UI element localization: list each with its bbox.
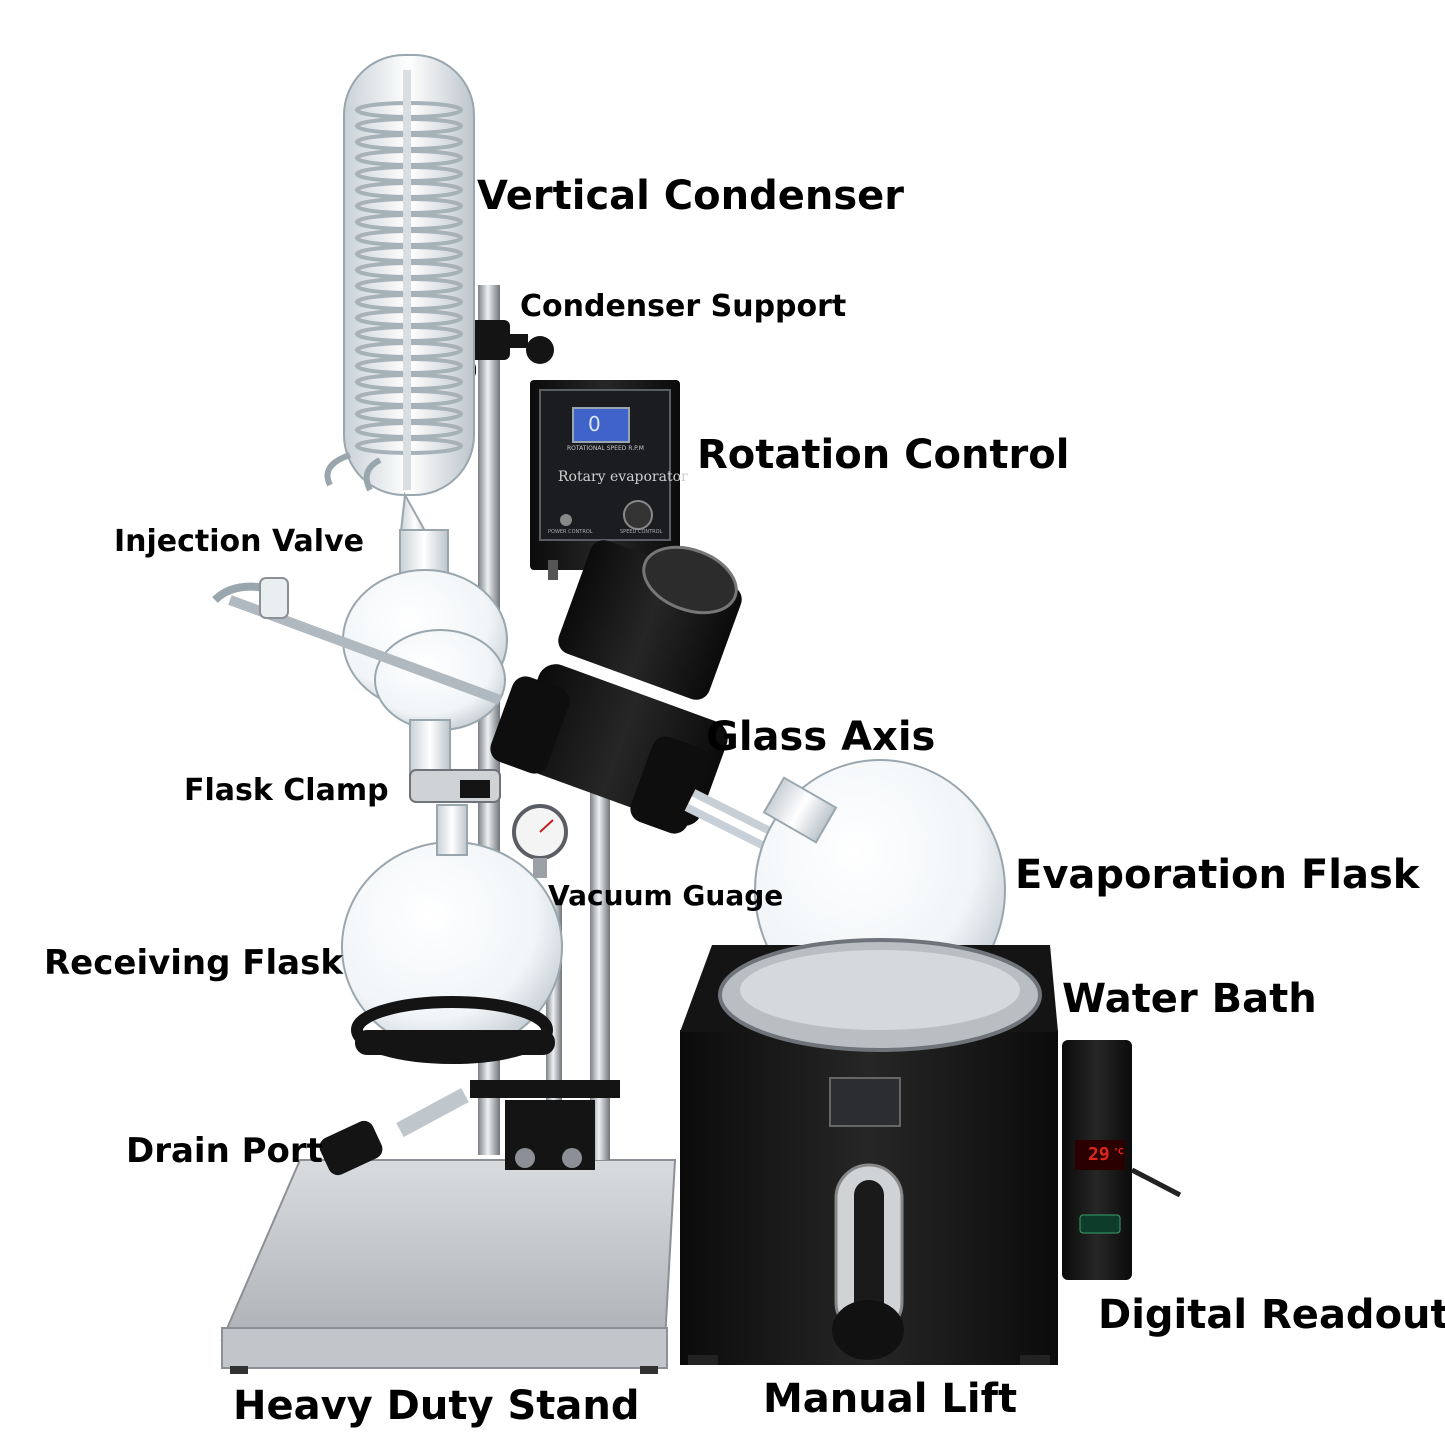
label-evaporation-flask: Evaporation Flask <box>1015 852 1420 898</box>
knob-icon <box>832 1300 904 1360</box>
condenser-coil-icon <box>324 54 475 541</box>
panel-speed-caption: ROTATIONAL SPEED R.P.M <box>567 445 644 452</box>
drain-port <box>319 1087 469 1176</box>
label-flask-clamp: Flask Clamp <box>184 773 389 808</box>
panel-right-caption: SPEED CONTROL <box>620 529 663 535</box>
label-drain-port: Drain Port <box>126 1131 323 1171</box>
digital-readout-unit <box>1062 1040 1182 1280</box>
motor-icon <box>490 540 742 834</box>
flask-clamp <box>409 769 501 803</box>
label-condenser-support: Condenser Support <box>520 289 847 324</box>
label-injection-valve: Injection Valve <box>114 524 364 559</box>
manual-lift <box>832 1163 904 1360</box>
label-manual-lift: Manual Lift <box>763 1376 1018 1422</box>
readout-unit: °C <box>1114 1147 1124 1156</box>
label-water-bath: Water Bath <box>1062 976 1317 1022</box>
label-heavy-duty-stand: Heavy Duty Stand <box>233 1383 640 1429</box>
panel-display-value: 0 <box>588 412 601 436</box>
pressure-gauge-icon <box>512 804 568 878</box>
panel-left-caption: POWER CONTROL <box>548 529 593 535</box>
rotation-control-box <box>530 380 680 580</box>
label-digital-readout: Digital Readout <box>1098 1292 1445 1338</box>
stand-base-plate <box>220 1159 677 1374</box>
receiving-flask <box>341 804 563 1064</box>
injection-valve-assembly <box>212 529 508 776</box>
panel-title: Rotary evaporator <box>558 469 688 485</box>
label-rotation-control: Rotation Control <box>697 432 1070 478</box>
label-vacuum-guage: Vacuum Guage <box>548 879 784 912</box>
label-glass-axis: Glass Axis <box>706 714 936 760</box>
readout-value: 29 <box>1088 1144 1110 1165</box>
label-vertical-condenser: Vertical Condenser <box>477 173 905 219</box>
label-receiving-flask: Receiving Flask <box>44 943 343 983</box>
